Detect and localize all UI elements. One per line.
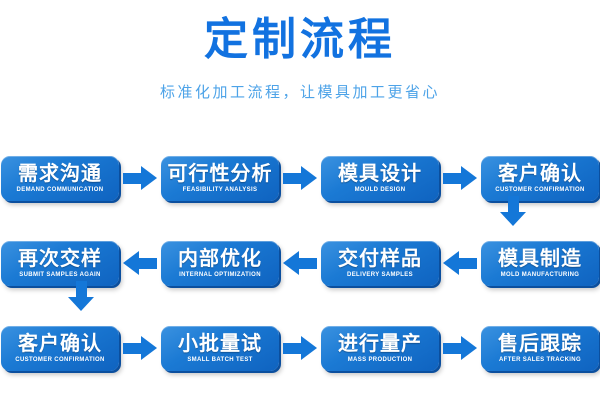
- step-label-cn: 进行量产: [338, 331, 422, 355]
- arrow-left-icon: [442, 250, 478, 276]
- step-label-cn: 小批量试: [178, 331, 262, 355]
- header: 定制流程 标准化加工流程，让模具加工更省心: [0, 0, 600, 102]
- step-label-cn: 内部优化: [178, 246, 262, 270]
- step-label-en: FEASIBILITY ANALYSIS: [182, 187, 258, 193]
- step-box-customer-confirmation-2[interactable]: 客户确认 CUSTOMER CONFIRMATION: [1, 325, 119, 371]
- step-label-cn: 客户确认: [18, 331, 102, 355]
- step-label-en: SMALL BATCH TEST: [187, 357, 253, 363]
- arrow-left-icon: [122, 250, 158, 276]
- step-box-mould-design[interactable]: 模具设计 MOULD DESIGN: [321, 155, 439, 201]
- step-box-mold-manufacturing[interactable]: 模具制造 MOLD MANUFACTURING: [481, 240, 599, 286]
- step-label-en: CUSTOMER CONFIRMATION: [15, 357, 105, 363]
- page-subtitle: 标准化加工流程，让模具加工更省心: [159, 82, 440, 101]
- step-label-en: DEMAND COMMUNICATION: [16, 187, 104, 193]
- flow-row-2: 再次交样 SUBMIT SAMPLES AGAIN 内部优化 INTERNAL …: [0, 235, 600, 291]
- arrow-right-icon: [122, 335, 158, 361]
- arrow-down-icon-row2-to-row3: [68, 281, 94, 311]
- step-box-mass-production[interactable]: 进行量产 MASS PRODUCTION: [321, 325, 439, 371]
- arrow-left-icon: [282, 250, 318, 276]
- step-label-cn: 模具设计: [338, 161, 422, 185]
- arrow-right-icon: [442, 335, 478, 361]
- arrow-right-icon: [442, 165, 478, 191]
- step-box-customer-confirmation-1[interactable]: 客户确认 CUSTOMER CONFIRMATION: [481, 155, 599, 201]
- step-label-cn: 客户确认: [498, 161, 582, 185]
- step-label-cn: 售后跟踪: [498, 331, 582, 355]
- step-box-feasibility-analysis[interactable]: 可行性分析 FEASIBILITY ANALYSIS: [161, 155, 279, 201]
- step-label-en: MOULD DESIGN: [354, 187, 406, 193]
- step-label-en: MASS PRODUCTION: [347, 357, 413, 363]
- step-label-en: INTERNAL OPTIMIZATION: [179, 272, 261, 278]
- step-box-after-sales-tracking[interactable]: 售后跟踪 AFTER SALES TRACKING: [481, 325, 599, 371]
- step-label-cn: 可行性分析: [167, 161, 273, 185]
- step-box-demand-communication[interactable]: 需求沟通 DEMAND COMMUNICATION: [1, 155, 119, 201]
- step-label-en: DELIVERY SAMPLES: [347, 272, 413, 278]
- step-box-internal-optimization[interactable]: 内部优化 INTERNAL OPTIMIZATION: [161, 240, 279, 286]
- arrow-right-icon: [122, 165, 158, 191]
- step-label-en: CUSTOMER CONFIRMATION: [495, 187, 585, 193]
- page-title: 定制流程: [204, 14, 396, 65]
- flow-row-1: 需求沟通 DEMAND COMMUNICATION 可行性分析 FEASIBIL…: [0, 150, 600, 206]
- step-label-en: SUBMIT SAMPLES AGAIN: [19, 272, 101, 278]
- step-box-delivery-samples[interactable]: 交付样品 DELIVERY SAMPLES: [321, 240, 439, 286]
- step-box-submit-samples-again[interactable]: 再次交样 SUBMIT SAMPLES AGAIN: [1, 240, 119, 286]
- step-label-cn: 需求沟通: [18, 161, 102, 185]
- step-label-en: AFTER SALES TRACKING: [499, 357, 581, 363]
- process-flow-diagram: 需求沟通 DEMAND COMMUNICATION 可行性分析 FEASIBIL…: [0, 150, 600, 376]
- step-label-cn: 交付样品: [338, 246, 422, 270]
- step-label-cn: 模具制造: [498, 246, 582, 270]
- arrow-right-icon: [282, 335, 318, 361]
- step-label-en: MOLD MANUFACTURING: [500, 272, 580, 278]
- arrow-right-icon: [282, 165, 318, 191]
- step-box-small-batch-test[interactable]: 小批量试 SMALL BATCH TEST: [161, 325, 279, 371]
- step-label-cn: 再次交样: [18, 246, 102, 270]
- arrow-down-icon-row1-to-row2: [500, 196, 526, 226]
- flow-row-3: 客户确认 CUSTOMER CONFIRMATION 小批量试 SMALL BA…: [0, 320, 600, 376]
